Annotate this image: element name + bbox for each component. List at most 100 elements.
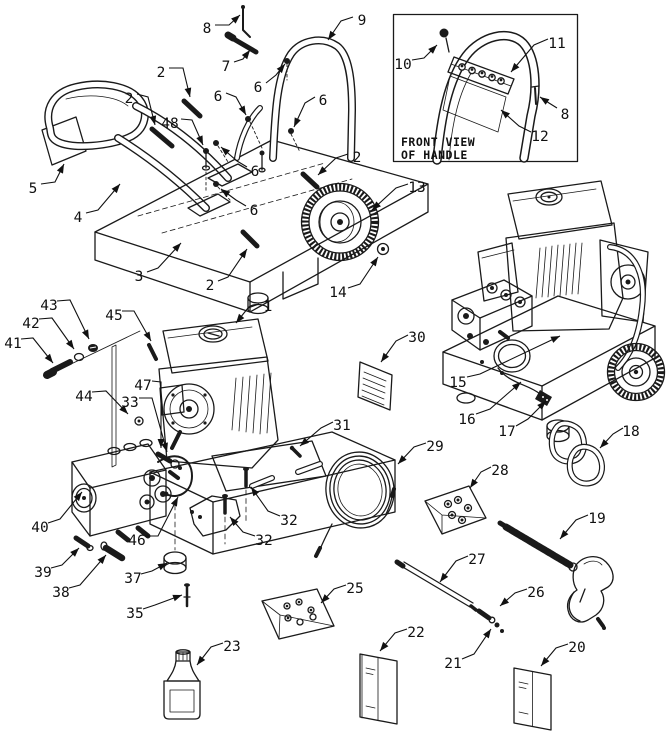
- callout-label-2: 2: [125, 91, 134, 107]
- callout-label-37: 37: [124, 571, 141, 587]
- callout-label-8: 8: [203, 21, 212, 37]
- callout-label-4: 4: [74, 210, 83, 226]
- callout-35: 35: [126, 594, 183, 622]
- callout-label-2: 2: [206, 278, 215, 294]
- wheel-13: [300, 182, 380, 262]
- decal-30: [357, 361, 393, 411]
- bolt-41: [43, 330, 141, 379]
- manual-22: [359, 653, 398, 725]
- callout-label-18: 18: [622, 424, 639, 440]
- callout-label-46: 46: [128, 533, 145, 549]
- callout-38: 38: [52, 554, 107, 601]
- callout-label-48: 48: [161, 116, 178, 132]
- callout-27: 27: [439, 552, 486, 583]
- nut-43: [88, 344, 98, 352]
- coupler-33-47: [155, 451, 182, 470]
- callout-label-2: 2: [157, 65, 166, 81]
- callout-31: 31: [299, 418, 351, 447]
- callout-30: 30: [380, 330, 426, 363]
- callout-label-6: 6: [251, 164, 260, 180]
- pin-8: [241, 5, 251, 38]
- callout-label-28: 28: [491, 463, 508, 479]
- bolts-32: [222, 467, 249, 515]
- callout-label-39: 39: [34, 565, 51, 581]
- callout-10: 10: [394, 44, 438, 73]
- callout-label-33: 33: [121, 395, 138, 411]
- callout-5: 5: [29, 163, 65, 197]
- callout-label-32: 32: [255, 533, 272, 549]
- callout-label-45: 45: [105, 308, 122, 324]
- callout-6: 6: [220, 146, 260, 180]
- hose-guide-46: [157, 455, 193, 497]
- callout-label-10: 10: [394, 57, 411, 73]
- center-stud: [258, 150, 266, 173]
- callout-label-21: 21: [444, 656, 461, 672]
- callout-42: 42: [22, 316, 75, 350]
- callout-label-6: 6: [250, 203, 259, 219]
- callout-9: 9: [327, 13, 366, 41]
- bolts-2: [149, 98, 320, 249]
- callout-22: 22: [379, 625, 425, 652]
- callout-7: 7: [222, 49, 251, 75]
- hose-29-ends: [314, 487, 396, 558]
- hub-cap-14: [376, 242, 390, 256]
- frame-decal-5: [41, 116, 87, 166]
- fittings-26-21: [476, 608, 504, 633]
- callout-label-13: 13: [408, 180, 425, 196]
- callout-41: 41: [4, 336, 54, 364]
- engine-1: [158, 318, 327, 492]
- unit-pump: [451, 279, 533, 351]
- inset-caption-line1: FRONT VIEW: [401, 135, 475, 149]
- callout-label-41: 41: [4, 336, 21, 352]
- frame-deck-3: [94, 139, 429, 315]
- callout-15: 15: [449, 335, 561, 391]
- screw-31: [289, 445, 302, 458]
- gun-19: [497, 520, 614, 630]
- callout-2: 2: [206, 248, 248, 294]
- callout-label-25: 25: [346, 581, 363, 597]
- assembled-unit: [442, 180, 666, 443]
- callout-label-38: 38: [52, 585, 69, 601]
- callout-29: 29: [397, 439, 444, 465]
- callout-label-12: 12: [531, 129, 548, 145]
- callout-label-15: 15: [449, 375, 466, 391]
- callout-3: 3: [135, 242, 182, 285]
- callout-11: 11: [510, 36, 566, 73]
- callout-26: 26: [499, 585, 545, 607]
- callout-2: 2: [317, 150, 361, 176]
- callout-17: 17: [498, 400, 547, 440]
- callout-21: 21: [444, 628, 492, 672]
- callout-6: 6: [220, 188, 259, 219]
- foot-37: [163, 551, 187, 575]
- pump-40: [71, 438, 193, 543]
- callout-19: 19: [559, 511, 606, 540]
- grip-18: [548, 420, 605, 487]
- inset-handle: [432, 30, 540, 165]
- callout-label-14: 14: [329, 285, 347, 301]
- callout-47: 47: [134, 378, 165, 448]
- unit-hose-ring: [493, 339, 531, 373]
- callout-label-1: 1: [264, 299, 273, 315]
- inset-caption-line2: OF HANDLE: [401, 148, 468, 162]
- callout-label-32: 32: [280, 513, 297, 529]
- callout-label-6: 6: [319, 93, 328, 109]
- unit-wheel: [606, 342, 666, 402]
- inset-control-panel-11: [447, 56, 515, 95]
- callout-33: 33: [121, 395, 168, 453]
- manual-20: [513, 667, 552, 731]
- lower-frame: [149, 431, 396, 555]
- callout-32: 32: [229, 516, 273, 549]
- bracket-rail: [111, 344, 117, 468]
- wand-27: [394, 559, 478, 612]
- callout-label-8: 8: [561, 107, 570, 123]
- callout-label-23: 23: [223, 639, 240, 655]
- callout-6: 6: [254, 63, 286, 96]
- callout-label-35: 35: [126, 606, 143, 622]
- callout-label-5: 5: [29, 181, 38, 197]
- callout-label-17: 17: [498, 424, 515, 440]
- callout-label-7: 7: [222, 59, 231, 75]
- callout-label-19: 19: [588, 511, 605, 527]
